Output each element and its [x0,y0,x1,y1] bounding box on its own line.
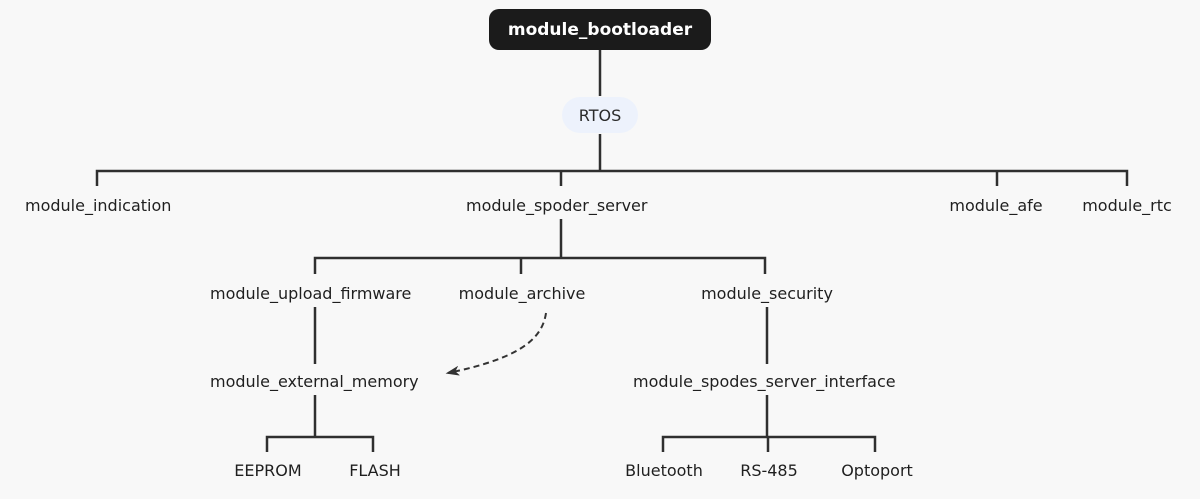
node-module-indication: module_indication [25,196,172,215]
node-rs485: RS-485 [740,461,798,480]
node-module-security: module_security [701,284,833,303]
node-bluetooth: Bluetooth [625,461,703,480]
rail-level2 [313,256,767,274]
node-flash: FLASH [349,461,401,480]
node-module-bootloader: module_bootloader [489,9,711,50]
node-module-spodes-server-interface: module_spodes_server_interface [633,372,896,391]
node-module-rtc: module_rtc [1082,196,1172,215]
node-module-afe: module_afe [949,196,1043,215]
rail-memory [265,435,375,452]
node-module-upload-firmware: module_upload_firmware [210,284,412,303]
node-eeprom: EEPROM [234,461,302,480]
rail-level1 [95,169,1129,186]
node-module-spoder-server: module_spoder_server [466,196,648,215]
node-module-bootloader-label: module_bootloader [507,19,693,40]
node-optoport: Optoport [841,461,913,480]
node-module-archive: module_archive [458,284,586,303]
node-rtos: RTOS [562,97,638,133]
archive-to-external-memory-arrow [448,312,547,373]
node-module-external-memory: module_external_memory [210,372,419,391]
node-rtos-label: RTOS [578,105,622,125]
